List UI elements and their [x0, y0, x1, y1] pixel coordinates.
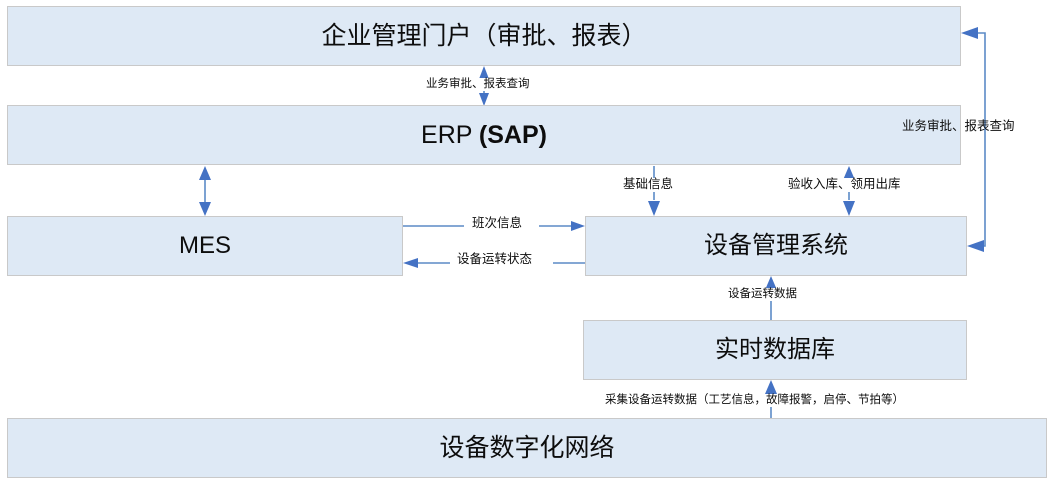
connector-label-rtdb-eqs: 设备运转数据 [726, 288, 799, 301]
connector-label-eqs-portal: 业务审批、报表查询 [902, 119, 1015, 133]
connector-label-eqs-mes-state: 设备运转状态 [455, 252, 535, 267]
connector-net-rtdb [765, 380, 777, 418]
node-equipment-management-system[interactable]: 设备管理系统 [585, 216, 967, 276]
connector-label-erp-eqs-basic: 基础信息 [621, 177, 676, 192]
node-realtime-database[interactable]: 实时数据库 [583, 320, 967, 380]
connector-eqs-mes-state [403, 258, 585, 268]
node-mes-label: MES [178, 231, 231, 259]
connector-label-net-rtdb: 采集设备运转数据（工艺信息，故障报警，启停、节拍等） [603, 394, 906, 407]
connector-erp-mes [199, 166, 211, 216]
connector-label-mes-eqs-shift: 班次信息 [470, 216, 525, 231]
connector-label-portal-erp: 业务审批、报表查询 [424, 78, 532, 91]
node-equipment-digital-network-label: 设备数字化网络 [439, 434, 615, 462]
node-erp[interactable]: ERP (SAP) [7, 105, 961, 165]
connector-rtdb-eqs [765, 276, 777, 320]
node-equipment-management-system-label: 设备管理系统 [704, 231, 848, 259]
connector-label-erp-eqs-stock: 验收入库、领用出库 [786, 177, 903, 192]
node-equipment-digital-network[interactable]: 设备数字化网络 [7, 418, 1047, 478]
node-erp-label-bold: (SAP) [478, 121, 547, 149]
node-erp-label: ERP (SAP) [421, 121, 547, 149]
connector-mes-eqs-shift [403, 221, 585, 231]
node-mes[interactable]: MES [7, 216, 403, 276]
connector-eqs-portal [961, 27, 986, 252]
node-realtime-database-label: 实时数据库 [715, 335, 835, 363]
node-enterprise-portal[interactable]: 企业管理门户（审批、报表） [7, 6, 961, 66]
node-enterprise-portal-label: 企业管理门户（审批、报表） [321, 22, 647, 50]
